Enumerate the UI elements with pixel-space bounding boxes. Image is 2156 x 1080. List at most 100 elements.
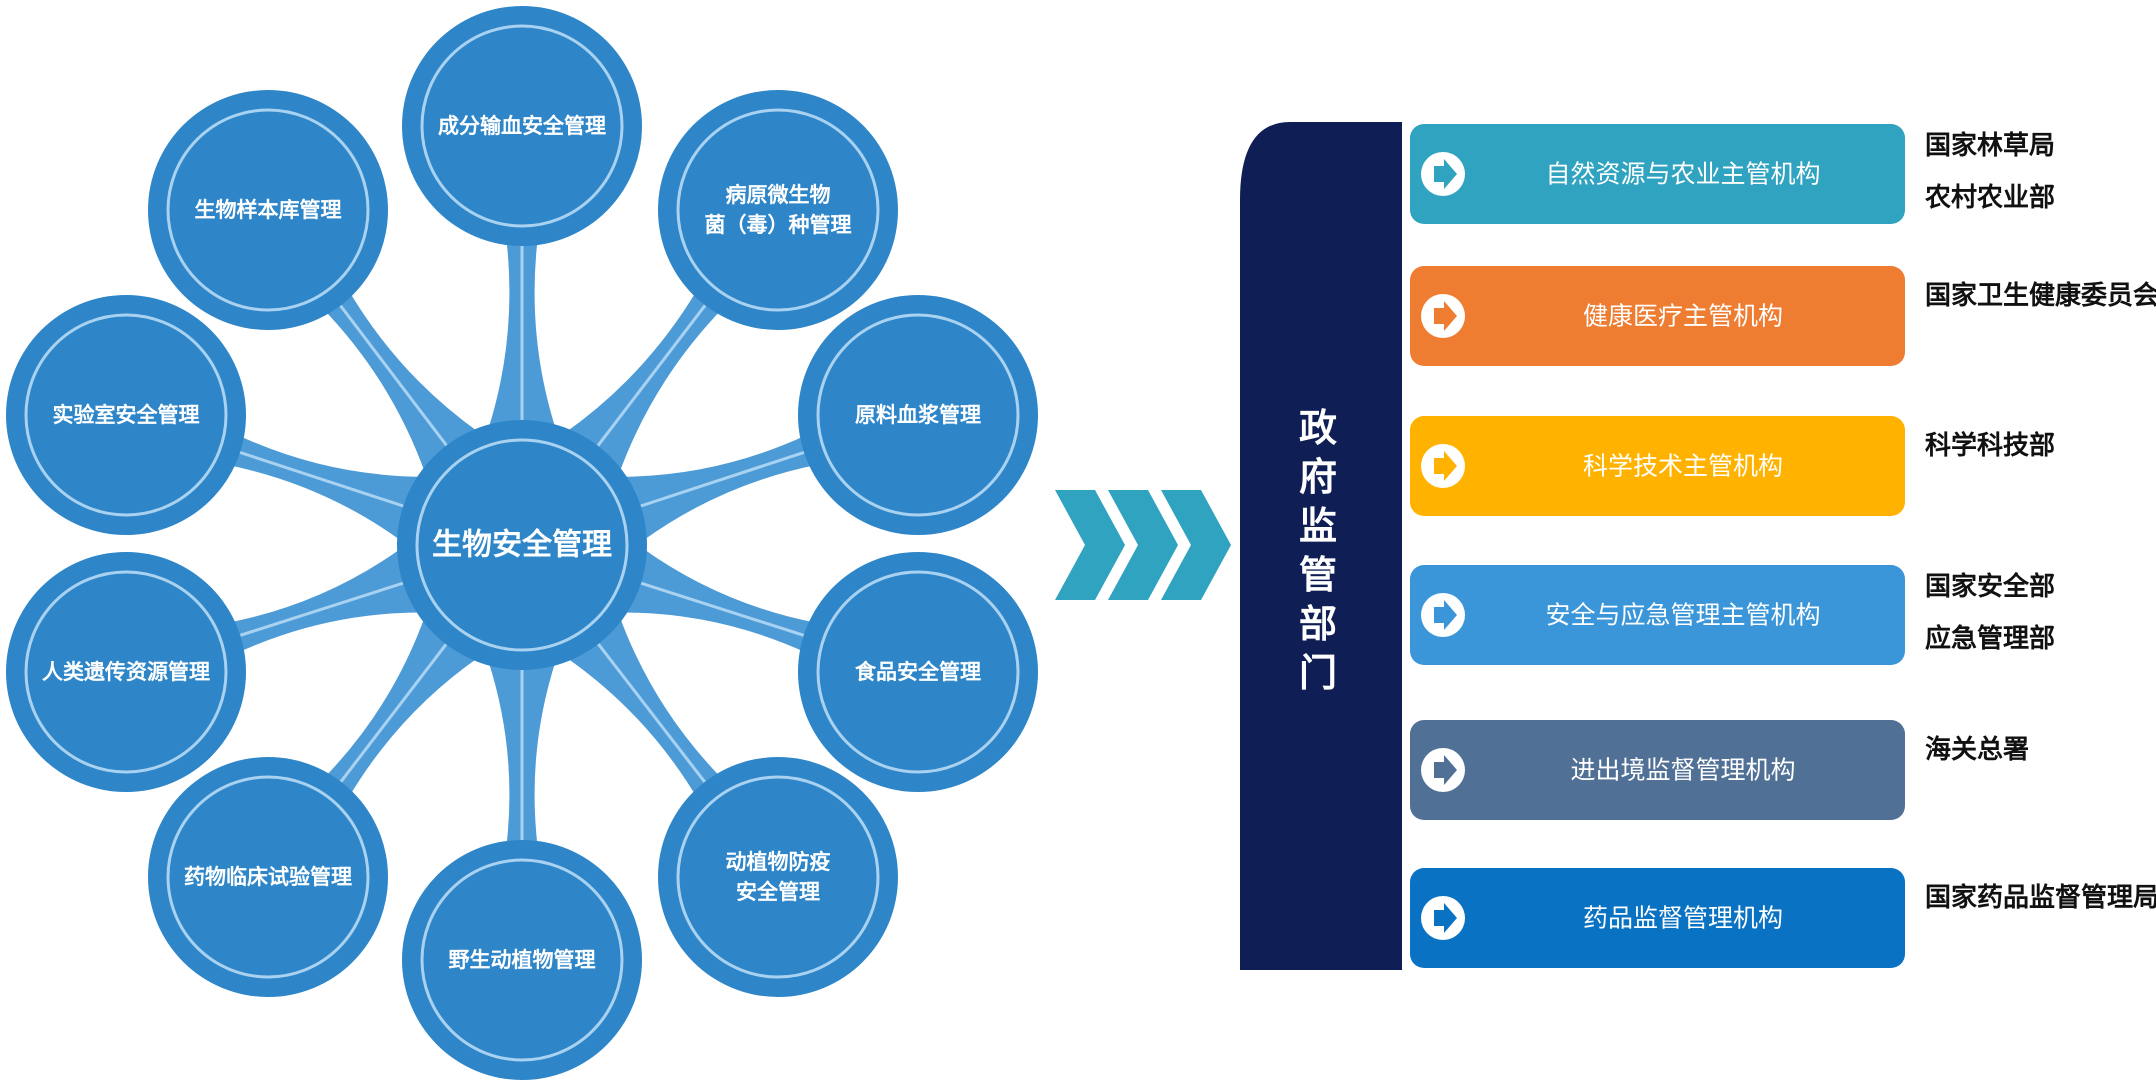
hub-circle [397,420,647,670]
satellite-circle [402,6,642,246]
government-label-char: 门 [1299,651,1337,695]
chevron-2 [1108,490,1178,600]
satellite-label: 药物临床试验管理 [184,865,352,889]
government-label-char: 府 [1299,455,1337,499]
connector-highlight-biobank [339,304,448,447]
department-label: 科学科技部 [1925,430,2055,461]
hub-ring [415,438,629,652]
satellite-circle [798,295,1038,535]
government-label-char: 监 [1299,504,1337,548]
connector-highlight-plasma [640,451,805,508]
satellite-genetic: 人类遗传资源管理 [6,552,246,792]
connector-food [621,547,819,654]
satellite-biobank: 生物样本库管理 [148,90,388,330]
connector-highlight-genetic [239,581,404,637]
satellite-circle [402,840,642,1080]
connector-highlight-drug-trial [339,643,448,783]
satellite-ring [24,570,228,774]
connector-plasma [620,434,819,542]
connector-highlight-food [640,581,805,637]
arrow-right-icon [1421,444,1465,488]
department-label: 农村农业部 [1924,183,2055,213]
satellite-ring [166,108,370,312]
satellite-nodes: 成分输血安全管理病原微生物菌（毒）种管理原料血浆管理食品安全管理动植物防疫安全管… [6,6,1038,1080]
government-label-char: 部 [1299,602,1337,646]
agency-list: 自然资源与农业主管机构国家林草局农村农业部健康医疗主管机构国家卫生健康委员会科学… [1410,124,2156,968]
satellite-label: 安全管理 [736,880,820,904]
satellite-label: 生物样本库管理 [195,198,342,222]
agency-bar [1410,124,1905,224]
agency-label: 进出境监督管理机构 [1570,756,1795,785]
connector-genetic [225,547,423,654]
department-label: 应急管理部 [1925,623,2055,654]
satellite-ring [816,570,1020,774]
department-label: 国家安全部 [1925,571,2055,602]
satellite-blood: 成分输血安全管理 [402,6,642,246]
agency-bar [1410,565,1905,665]
satellite-ring [420,24,624,228]
satellite-circle [148,90,388,330]
satellite-circle [6,295,246,535]
government-label-char: 管 [1299,553,1337,597]
satellite-label: 人类遗传资源管理 [42,660,210,684]
satellite-label: 菌（毒）种管理 [705,213,852,237]
agency-bar [1410,868,1905,968]
connector-highlight-lab [239,451,404,508]
department-label: 国家卫生健康委员会 [1925,280,2156,311]
connector-highlight-animal-plant [597,643,706,783]
arrow-right-icon [1421,294,1465,338]
satellite-label: 动植物防疫 [726,850,831,874]
arrow-right-icon [1421,748,1465,792]
agency-row-2: 健康医疗主管机构 国家卫生健康委员会 [1410,266,2156,366]
arrow-right-icon [1421,896,1465,940]
agency-row-6: 药品监督管理机构 国家药品监督管理局 [1410,868,2156,968]
department-label: 海关总署 [1925,735,2029,765]
chevron-1 [1055,490,1125,600]
agency-row-5: 进出境监督管理机构 海关总署 [1410,720,2029,820]
connectors [225,236,819,850]
agency-label: 药品监督管理机构 [1583,904,1783,933]
satellite-ring [676,108,880,312]
connector-lab [225,434,424,542]
department-label: 国家林草局 [1925,130,2055,161]
agency-bar [1410,416,1905,516]
satellite-label: 病原微生物 [726,183,831,207]
satellite-food: 食品安全管理 [798,552,1038,792]
agency-label: 自然资源与农业主管机构 [1545,160,1820,189]
satellite-wildlife: 野生动植物管理 [402,840,642,1080]
satellite-ring [166,775,370,979]
satellite-ring [676,775,880,979]
agency-row-3: 科学技术主管机构 科学科技部 [1410,416,2055,516]
agency-label: 安全与应急管理主管机构 [1545,601,1820,630]
satellite-label: 原料血浆管理 [855,403,981,427]
satellite-ring [420,858,624,1062]
agency-label: 科学技术主管机构 [1583,452,1783,481]
satellite-circle [148,757,388,997]
satellite-drug-trial: 药物临床试验管理 [148,757,388,997]
connector-highlight-pathogen [596,304,707,447]
chevron-3 [1161,490,1231,600]
satellite-circle [798,552,1038,792]
agency-label: 健康医疗主管机构 [1583,302,1783,331]
agency-bar [1410,266,1905,366]
department-label: 国家药品监督管理局 [1925,882,2156,913]
satellite-label: 野生动植物管理 [449,948,596,972]
satellite-label: 食品安全管理 [855,660,981,684]
satellite-circle [658,90,898,330]
hub-node: 生物安全管理 [397,420,647,670]
government-label-char: 政 [1299,406,1337,450]
satellite-lab: 实验室安全管理 [6,295,246,535]
satellite-plasma: 原料血浆管理 [798,295,1038,535]
satellite-label: 实验室安全管理 [53,403,200,427]
government-bar [1240,122,1402,970]
satellite-circle [658,757,898,997]
agency-bar [1410,720,1905,820]
arrow-right-icon [1421,152,1465,196]
satellite-label: 成分输血安全管理 [438,114,606,138]
